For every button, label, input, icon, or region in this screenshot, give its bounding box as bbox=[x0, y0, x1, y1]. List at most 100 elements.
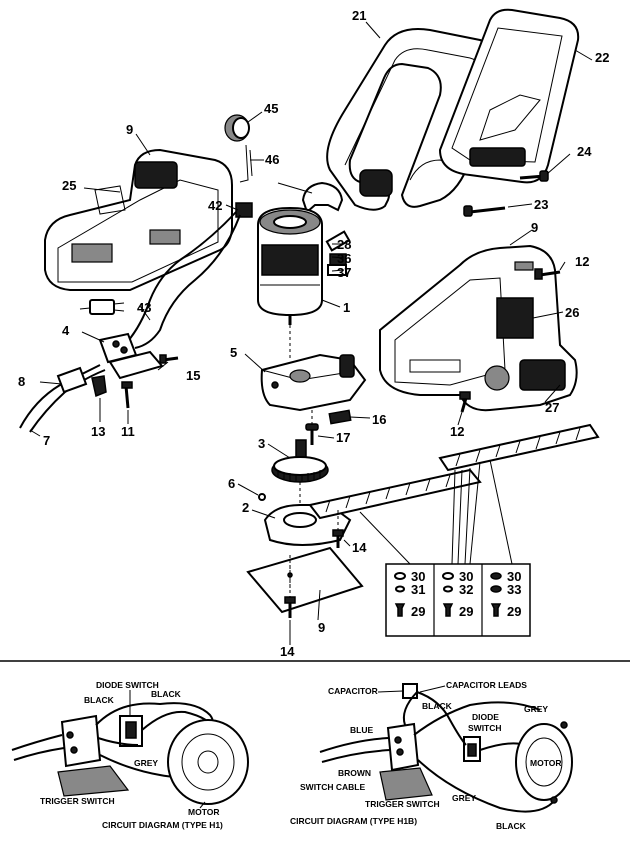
h1-label-black-2: BLACK bbox=[151, 689, 182, 699]
connector-45 bbox=[89, 299, 125, 315]
housing-right-24 bbox=[379, 244, 578, 412]
label-part-27: 36 bbox=[337, 251, 351, 266]
h1b-label-grey-bottom: GREY bbox=[452, 793, 476, 803]
leader-lines bbox=[29, 21, 593, 645]
h1b-label-black-top: BLACK bbox=[422, 701, 453, 711]
power-cord-7-8 bbox=[19, 364, 106, 433]
h1b-label-diode: DIODE bbox=[472, 712, 499, 722]
h1b-label-brown: BROWN bbox=[338, 768, 371, 778]
screw-15 bbox=[159, 354, 179, 364]
cord-guard-13 bbox=[91, 375, 107, 398]
label-part-11: 9 bbox=[318, 620, 325, 635]
circuit-diagram-h1: DIODE SWITCH BLACK BLACK GREY TRIGGER SW… bbox=[11, 680, 249, 830]
brush-set-26-28 bbox=[325, 230, 351, 276]
label-part-37: 43 bbox=[137, 300, 151, 315]
screw-12-right-bottom bbox=[459, 391, 471, 413]
gear-case-5 bbox=[260, 353, 367, 412]
label-part-9-right: 9 bbox=[531, 220, 538, 235]
label-part-36: 42 bbox=[208, 198, 222, 213]
exploded-lines bbox=[289, 325, 339, 598]
plate-16 bbox=[328, 409, 352, 425]
label-part-7: 7 bbox=[43, 433, 50, 448]
label-part-17: 17 bbox=[336, 430, 350, 445]
hw-col2-spacer-label: 32 bbox=[459, 582, 473, 597]
h1b-label-capacitor: CAPACITOR bbox=[328, 686, 378, 696]
circuit-diagram-h1b: CAPACITOR CAPACITOR LEADS BLACK DIODE SW… bbox=[290, 680, 573, 831]
housing-left-23 bbox=[44, 148, 233, 291]
hw-col2-screw-label: 29 bbox=[459, 604, 473, 619]
hw-col3-washer-label: 30 bbox=[507, 569, 521, 584]
h1b-label-switch-cable: SWITCH CABLE bbox=[300, 782, 365, 792]
label-part-2: 2 bbox=[242, 500, 249, 515]
screw-22 bbox=[519, 170, 549, 182]
label-part-23: 25 bbox=[62, 178, 76, 193]
label-part-14-lower: 14 bbox=[280, 644, 295, 659]
gear-3 bbox=[271, 439, 329, 483]
label-part-43: 46 bbox=[265, 152, 279, 167]
label-part-9-left: 9 bbox=[126, 122, 133, 137]
label-part-20: 22 bbox=[595, 50, 609, 65]
hardware-table: 30 31 29 30 32 29 30 33 29 bbox=[385, 563, 531, 637]
h1-label-motor: MOTOR bbox=[188, 807, 219, 817]
label-part-28: 37 bbox=[337, 265, 351, 280]
h1-caption: CIRCUIT DIAGRAM (TYPE H1) bbox=[102, 820, 223, 830]
label-part-3: 3 bbox=[258, 436, 265, 451]
hw-col3-spacer-label: 33 bbox=[507, 582, 521, 597]
bracket-43 bbox=[239, 144, 253, 183]
h1b-caption: CIRCUIT DIAGRAM (TYPE H1B) bbox=[290, 816, 417, 826]
label-part-16: 16 bbox=[372, 412, 386, 427]
screw-12-right-top bbox=[534, 268, 561, 280]
label-part-14-upper: 14 bbox=[352, 540, 367, 555]
hw-col1-washer-label: 30 bbox=[411, 569, 425, 584]
clip-46 bbox=[301, 181, 344, 214]
label-part-15: 15 bbox=[186, 368, 200, 383]
h1b-label-grey-top: GREY bbox=[524, 704, 548, 714]
washer-6 bbox=[258, 493, 266, 501]
hw-col2-washer-label: 30 bbox=[459, 569, 473, 584]
h1-label-diode-switch: DIODE SWITCH bbox=[96, 680, 159, 690]
screw-12-left bbox=[121, 381, 133, 409]
label-part-26: 28 bbox=[337, 237, 351, 252]
h1b-label-black-bottom: BLACK bbox=[496, 821, 527, 831]
label-part-5: 5 bbox=[230, 345, 237, 360]
label-part-4: 4 bbox=[62, 323, 70, 338]
label-part-22: 24 bbox=[577, 144, 592, 159]
label-part-1: 1 bbox=[343, 300, 350, 315]
h1-label-black-1: BLACK bbox=[84, 695, 115, 705]
label-part-24: 26 bbox=[565, 305, 579, 320]
hw-col1-spacer-label: 31 bbox=[411, 582, 425, 597]
screw-17 bbox=[305, 423, 319, 445]
hw-col3-screw-label: 29 bbox=[507, 604, 521, 619]
label-part-12-right-top: 12 bbox=[575, 254, 589, 269]
wire-harness bbox=[119, 211, 241, 351]
hw-col1-screw-label: 29 bbox=[411, 604, 425, 619]
switch-4 bbox=[98, 332, 164, 380]
h1b-label-blue: BLUE bbox=[350, 725, 373, 735]
label-part-42: 45 bbox=[264, 101, 278, 116]
label-part-8: 8 bbox=[18, 374, 25, 389]
h1b-label-switch: SWITCH bbox=[468, 723, 502, 733]
label-part-12-right-bottom: 12 bbox=[450, 424, 464, 439]
hardware-callouts bbox=[359, 459, 513, 565]
label-part-12-left: 11 bbox=[121, 424, 135, 439]
label-part-19: 21 bbox=[352, 8, 366, 23]
rear-handle-20 bbox=[438, 8, 580, 184]
label-part-21: 23 bbox=[534, 197, 548, 212]
motor-1 bbox=[257, 206, 323, 325]
cover-plate-11 bbox=[246, 546, 364, 614]
screw-21 bbox=[463, 205, 506, 217]
h1b-label-motor: MOTOR bbox=[530, 758, 561, 768]
h1-label-grey: GREY bbox=[134, 758, 158, 768]
h1b-label-capacitor-leads: CAPACITOR LEADS bbox=[446, 680, 527, 690]
label-part-25: 27 bbox=[545, 400, 559, 415]
h1-label-trigger-switch: TRIGGER SWITCH bbox=[40, 796, 115, 806]
label-part-13: 13 bbox=[91, 424, 105, 439]
part-number-labels: 21 22 45 9 24 46 25 23 42 9 28 36 37 12 … bbox=[18, 8, 609, 659]
terminal-36 bbox=[235, 202, 253, 218]
label-part-6: 6 bbox=[228, 476, 235, 491]
cap-42 bbox=[224, 114, 250, 142]
blade-assembly bbox=[308, 423, 600, 520]
h1b-label-trigger-switch: TRIGGER SWITCH bbox=[365, 799, 440, 809]
